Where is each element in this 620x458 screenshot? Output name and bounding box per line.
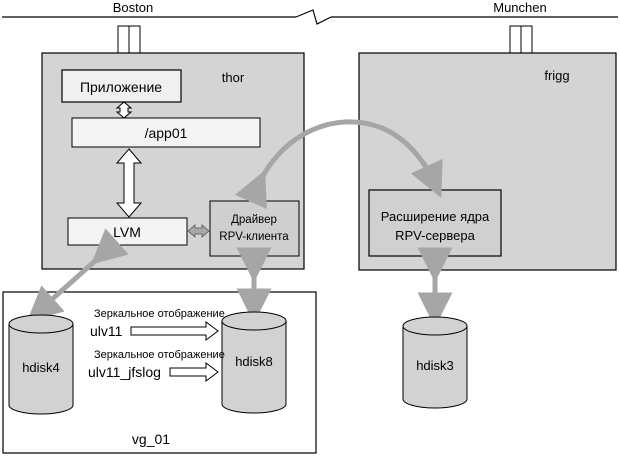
mirror-lv-1: ulv11 bbox=[90, 323, 123, 339]
host-label-thor: thor bbox=[222, 70, 245, 85]
arrow-client-server-curve bbox=[234, 119, 443, 210]
arrow-fs-lvm bbox=[115, 148, 143, 218]
mirror-caption-1: Зеркальное отображение bbox=[94, 308, 225, 320]
application-box bbox=[61, 69, 182, 103]
site-label-munchen: Munchen bbox=[493, 0, 546, 15]
host-label-frigg: frigg bbox=[544, 68, 569, 83]
app01-label: /app01 bbox=[145, 125, 188, 141]
disk-hdisk3 bbox=[402, 316, 468, 409]
wan-link bbox=[2, 9, 618, 25]
arrow-lvm-hdisk4 bbox=[26, 228, 129, 322]
mirror-caption-2: Зеркальное отображение bbox=[94, 349, 225, 361]
rpv-client-label-2: RPV-клиента bbox=[219, 231, 289, 243]
connector-frigg bbox=[509, 25, 533, 54]
disk-label-hdisk8: hdisk8 bbox=[235, 354, 273, 369]
mirror-arrow-2 bbox=[169, 362, 219, 382]
site-label-boston: Boston bbox=[113, 0, 153, 15]
volume-group-label: vg_01 bbox=[132, 431, 170, 447]
disk-hdisk4 bbox=[8, 314, 74, 415]
rpv-server-label-1: Расширение ядра bbox=[381, 209, 490, 224]
lvm-label: LVM bbox=[113, 224, 141, 240]
mirror-lv-2: ulv11_jfslog bbox=[88, 364, 161, 380]
mirror-arrow-1 bbox=[130, 321, 219, 341]
disk-label-hdisk4: hdisk4 bbox=[22, 360, 60, 375]
disk-label-hdisk3: hdisk3 bbox=[416, 358, 454, 373]
arrow-lvm-driver bbox=[187, 224, 210, 238]
app01-box bbox=[71, 117, 261, 148]
rpv-server-label-2: RPV-сервера bbox=[395, 228, 476, 243]
connector-thor bbox=[117, 25, 141, 54]
application-label: Приложение bbox=[80, 79, 162, 95]
rpv-client-driver-box bbox=[209, 200, 300, 257]
disk-hdisk8 bbox=[221, 311, 287, 414]
rpv-client-label-1: Драйвер bbox=[231, 214, 277, 226]
